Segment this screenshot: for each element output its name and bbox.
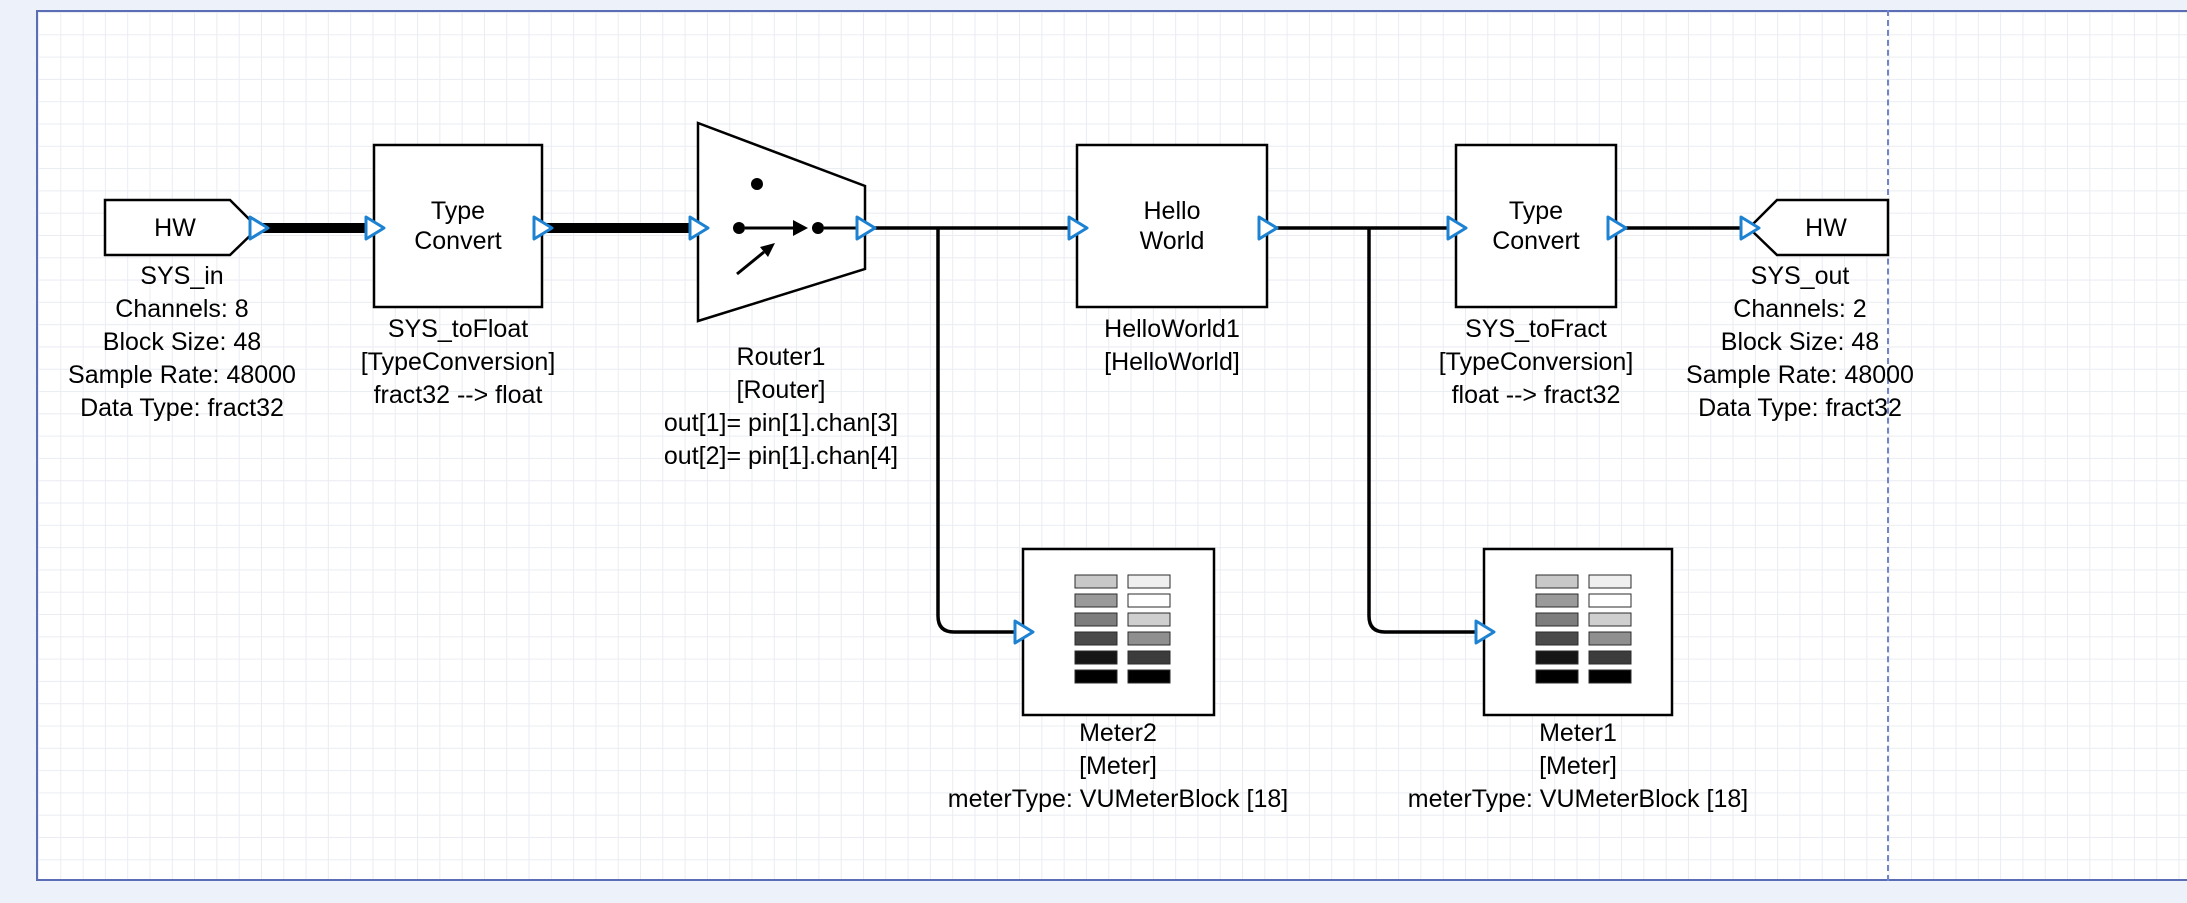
vu-meter-icon — [1074, 574, 1171, 684]
pin-typeconvertout-input[interactable] — [1446, 215, 1468, 241]
block-meter2[interactable] — [1021, 547, 1216, 717]
caption-line: SYS_in — [140, 262, 224, 290]
wire-branch-to-meter2[interactable] — [936, 228, 1023, 634]
block-helloworld1[interactable] — [1075, 143, 1269, 309]
block-title-sys-out: HW — [1764, 200, 1888, 255]
caption-line: Data Type: fract32 — [80, 394, 284, 422]
pin-router-input[interactable] — [688, 215, 710, 241]
caption-line: Block Size: 48 — [1720, 328, 1880, 356]
label-type-convert-in: SYS_toFloat [TypeConversion] fract32 -->… — [361, 313, 556, 412]
block-title-text: HW — [1805, 213, 1847, 242]
pin-typeconvertout-output[interactable] — [1606, 215, 1628, 241]
caption-line: Sample Rate: 48000 — [1686, 361, 1914, 389]
page-break-line — [1887, 10, 1889, 881]
caption-line: Meter2 — [1079, 719, 1157, 747]
caption-line: [Router] — [736, 376, 826, 404]
block-title-text: HW — [154, 213, 196, 242]
block-title-sys-in: HW — [105, 200, 245, 255]
pin-typeconvertin-output[interactable] — [532, 215, 554, 241]
caption-line: out[2]= pin[1].chan[4] — [663, 442, 899, 470]
caption-line: HelloWorld1 — [1104, 315, 1240, 343]
caption-line: [TypeConversion] — [360, 348, 556, 376]
label-sys-in: SYS_in Channels: 8 Block Size: 48 Sample… — [68, 260, 296, 425]
block-type-convert-sys-tofract[interactable] — [1454, 143, 1618, 309]
pin-meter1-input[interactable] — [1474, 619, 1496, 645]
block-title-text: Type — [1508, 197, 1564, 225]
block-title-text: Type — [430, 197, 486, 225]
caption-line: [Meter] — [1079, 752, 1157, 780]
label-helloworld1: HelloWorld1 [HelloWorld] — [1104, 313, 1240, 379]
block-router1[interactable] — [696, 121, 867, 323]
router-routing-icon — [733, 178, 858, 276]
caption-line: SYS_out — [1750, 262, 1850, 290]
caption-line: Data Type: fract32 — [1698, 394, 1902, 422]
label-meter2: Meter2 [Meter] meterType: VUMeterBlock [… — [948, 717, 1288, 816]
caption-line: [Meter] — [1539, 752, 1617, 780]
caption-line: Router1 — [736, 343, 826, 371]
caption-line: [TypeConversion] — [1438, 348, 1634, 376]
block-title-text: Convert — [1492, 227, 1580, 255]
vu-meter-icon — [1535, 574, 1632, 684]
caption-line: Sample Rate: 48000 — [68, 361, 296, 389]
block-title-text: World — [1139, 227, 1205, 255]
pin-router-output[interactable] — [855, 215, 877, 241]
label-sys-out: SYS_out Channels: 2 Block Size: 48 Sampl… — [1686, 260, 1914, 425]
label-type-convert-out: SYS_toFract [TypeConversion] float --> f… — [1439, 313, 1634, 412]
caption-line: [HelloWorld] — [1104, 348, 1240, 376]
caption-line: Channels: 8 — [115, 295, 249, 323]
pin-typeconvertin-input[interactable] — [364, 215, 386, 241]
pin-helloworld-input[interactable] — [1067, 215, 1089, 241]
caption-line: out[1]= pin[1].chan[3] — [663, 409, 899, 437]
caption-line: fract32 --> float — [373, 381, 543, 409]
pin-meter2-input[interactable] — [1013, 619, 1035, 645]
pin-helloworld-output[interactable] — [1257, 215, 1279, 241]
caption-line: meterType: VUMeterBlock [18] — [1407, 785, 1749, 813]
caption-line: float --> fract32 — [1451, 381, 1621, 409]
label-meter1: Meter1 [Meter] meterType: VUMeterBlock [… — [1408, 717, 1748, 816]
pin-sysin-output[interactable] — [248, 215, 270, 241]
block-title-type-convert-in: Type Convert — [374, 145, 542, 307]
block-sys-in[interactable] — [103, 198, 260, 257]
caption-line: SYS_toFloat — [387, 315, 529, 343]
pin-sysout-input[interactable] — [1739, 215, 1761, 241]
caption-line: meterType: VUMeterBlock [18] — [947, 785, 1289, 813]
caption-line: Channels: 2 — [1733, 295, 1867, 323]
caption-line: Block Size: 48 — [102, 328, 262, 356]
caption-line: Meter1 — [1539, 719, 1617, 747]
block-title-type-convert-out: Type Convert — [1456, 145, 1616, 307]
wire-branch-to-meter1[interactable] — [1367, 228, 1484, 634]
caption-line: SYS_toFract — [1465, 315, 1607, 343]
block-title-helloworld: Hello World — [1077, 145, 1267, 307]
block-title-text: Hello — [1143, 197, 1201, 225]
block-title-text: Convert — [414, 227, 502, 255]
label-router1: Router1 [Router] out[1]= pin[1].chan[3] … — [664, 341, 898, 473]
